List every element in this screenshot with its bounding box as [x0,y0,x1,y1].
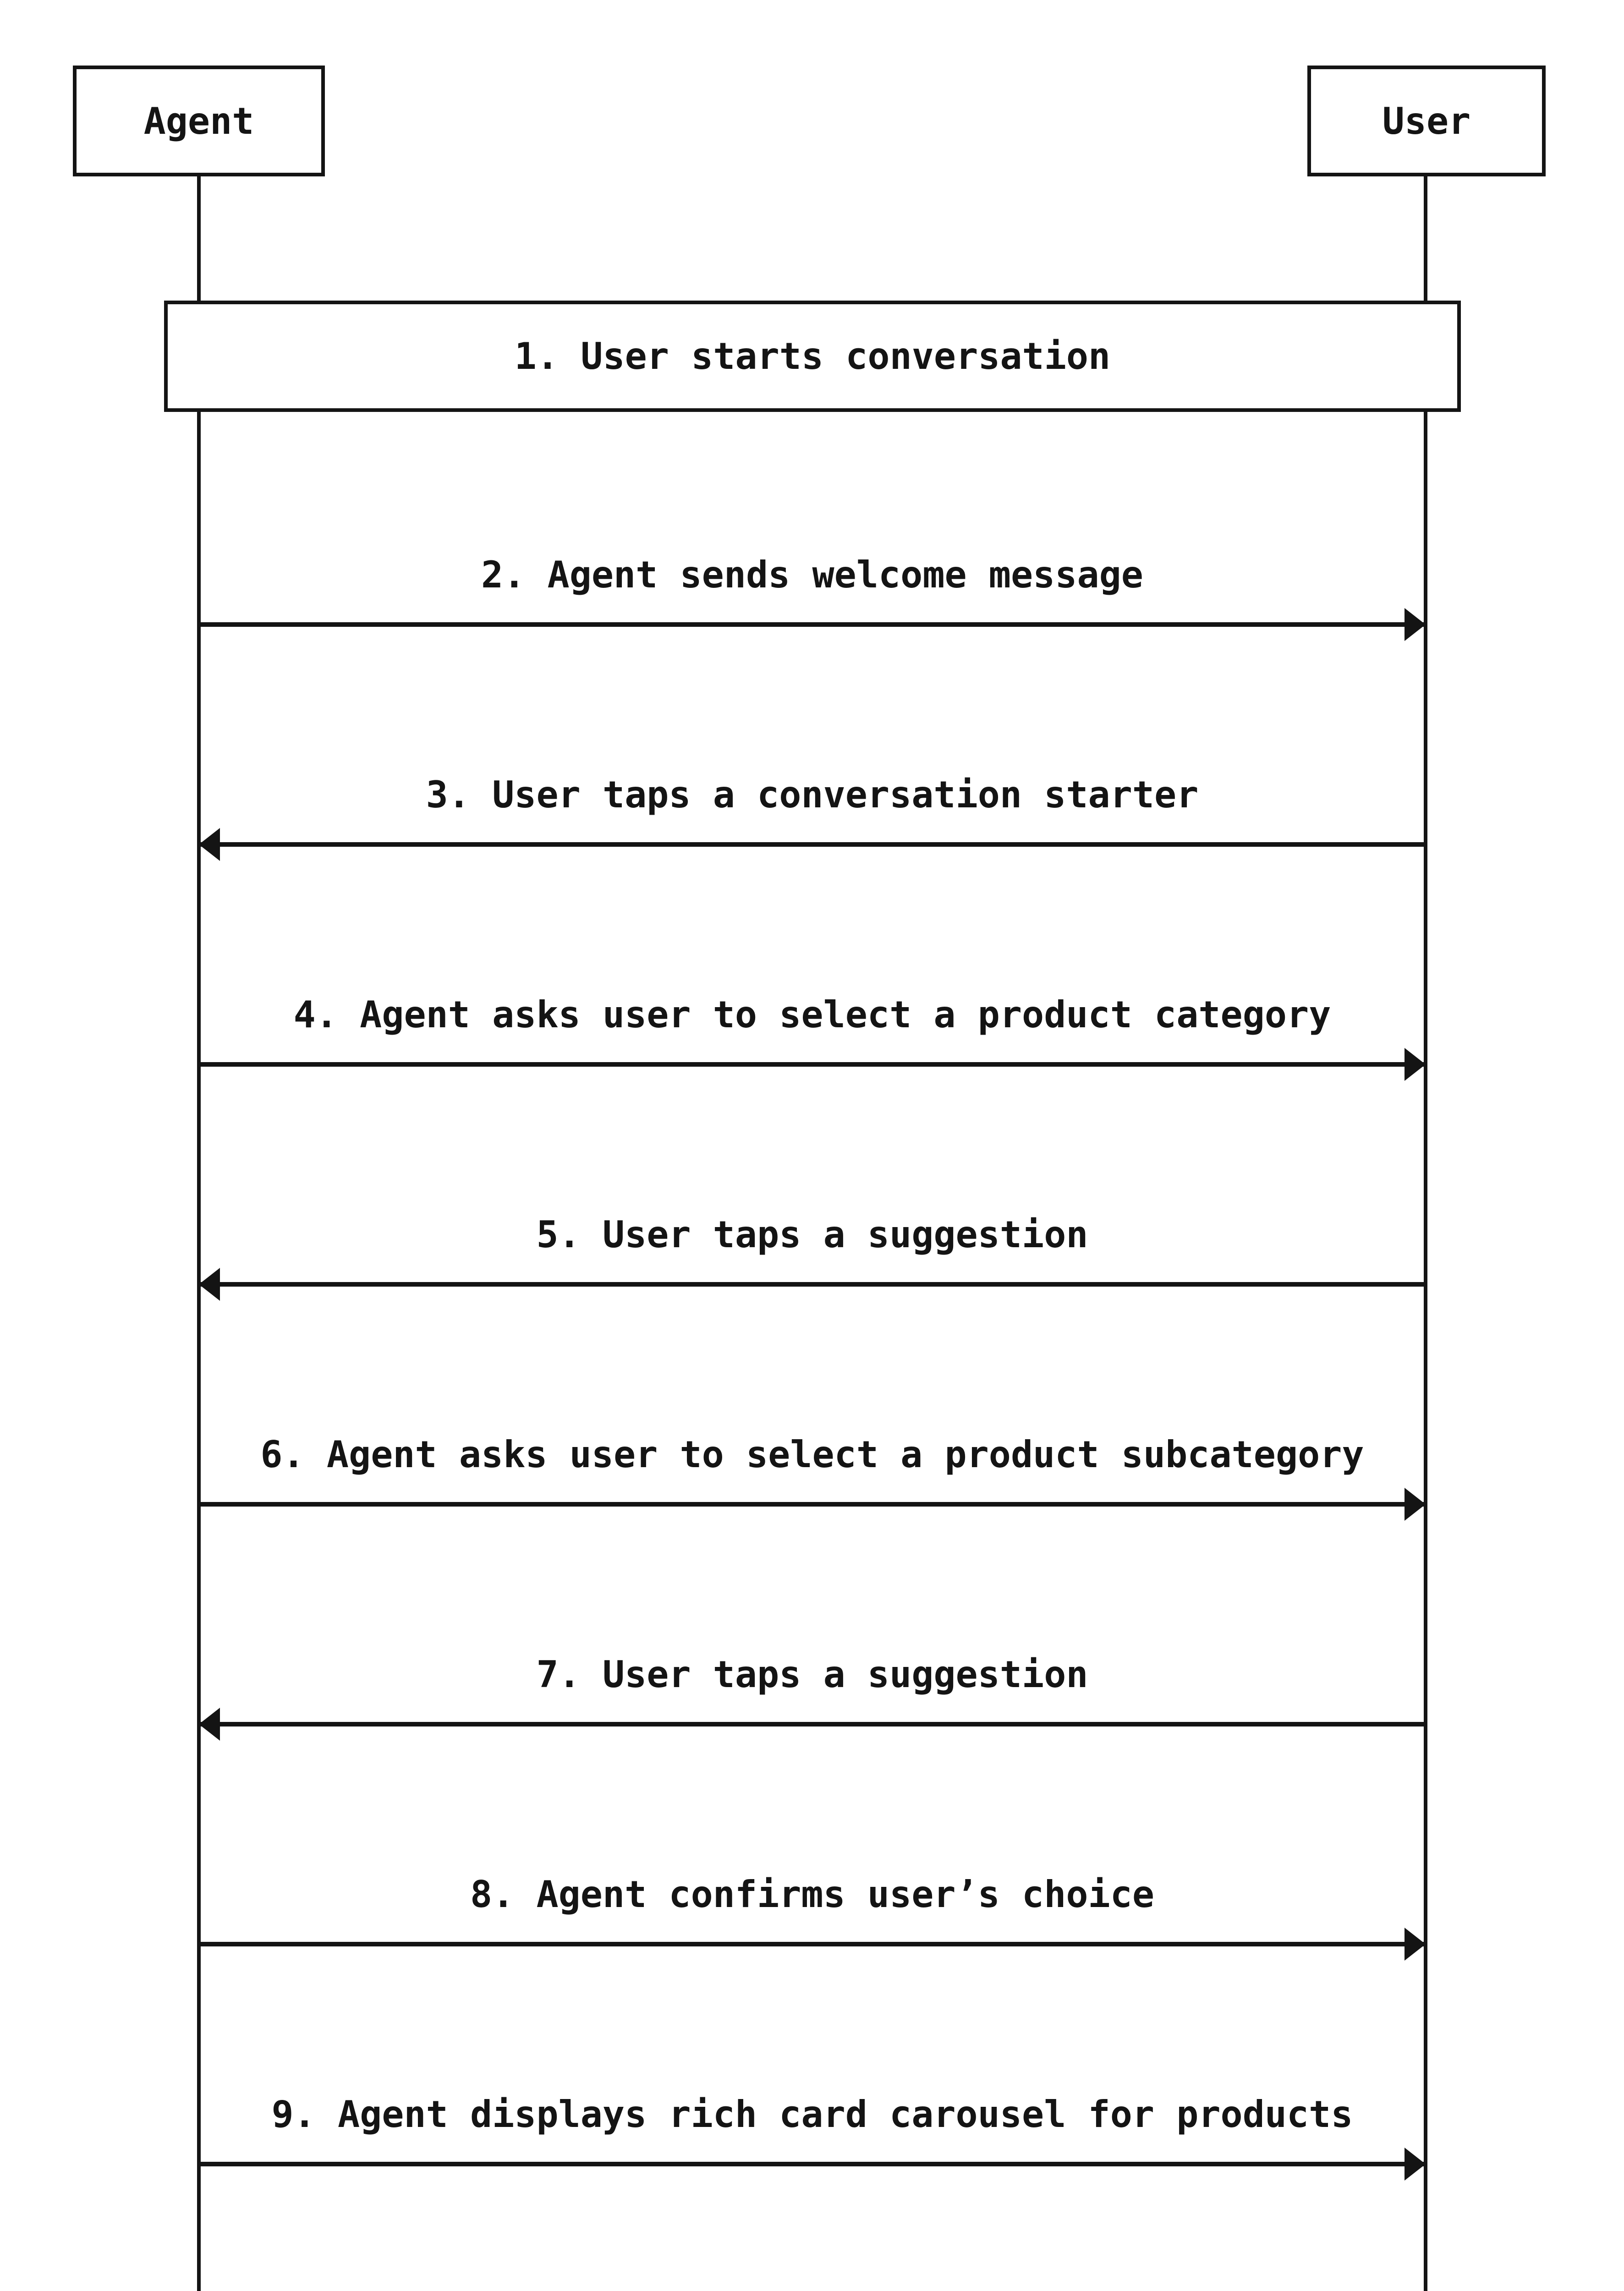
arrowhead-left [199,1268,220,1301]
participant-agent-top: Agent [73,66,325,176]
participant-user-top: User [1307,66,1546,176]
arrowhead-right [1405,1488,1426,1521]
message-label: 5. User taps a suggestion [536,1213,1088,1256]
arrowhead-left [199,828,220,861]
message-label: 3. User taps a conversation starter [426,773,1199,816]
note-user-starts-conversation: 1. User starts conversation [164,301,1461,412]
message-label: 4. Agent asks user to select a product c… [293,993,1331,1036]
user-lifeline [1424,176,1427,2291]
message-arrow [199,842,1426,847]
message-label: 2. Agent sends welcome message [481,554,1143,596]
message-label: 7. User taps a suggestion [536,1653,1088,1696]
arrowhead-left [199,1708,220,1741]
message-arrow [199,2162,1426,2166]
message-arrow [199,1062,1426,1067]
message-arrow [199,622,1426,627]
arrowhead-right [1405,608,1426,641]
message-arrow [199,1502,1426,1507]
message-label: 8. Agent confirms user’s choice [470,1873,1155,1916]
arrowhead-right [1405,1928,1426,1961]
arrowhead-right [1405,1048,1426,1081]
message-label: 9. Agent displays rich card carousel for… [271,2093,1353,2136]
message-arrow [199,1722,1426,1726]
message-arrow [199,1942,1426,1946]
message-arrow [199,1282,1426,1287]
agent-lifeline [197,176,201,2291]
message-label: 6. Agent asks user to select a product s… [260,1433,1364,1476]
arrowhead-right [1405,2148,1426,2181]
